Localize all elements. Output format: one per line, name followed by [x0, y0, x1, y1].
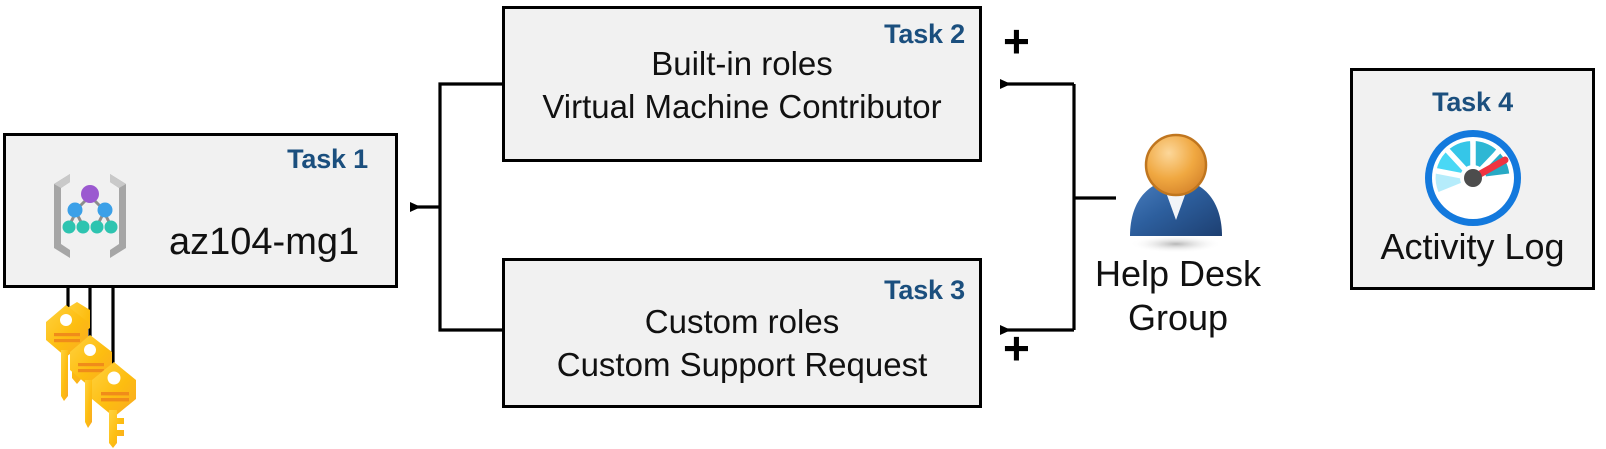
actor-label-line-2: Group	[1127, 296, 1229, 338]
task-3-box[interactable]: Task 3 Custom roles Custom Support Reque…	[502, 258, 982, 408]
task-4-caption: Activity Log	[1380, 226, 1565, 267]
key-icon-group	[46, 302, 136, 448]
task-2-label: Task 2	[884, 19, 965, 49]
actor-label: Help Desk Group	[1078, 252, 1278, 340]
actor-label-line-1: Help Desk	[1094, 253, 1262, 294]
task-2-line-1: Built-in roles	[651, 45, 833, 82]
key-icon-3	[92, 362, 136, 448]
connector-group-to-roles	[1000, 79, 1116, 335]
connector-roles-to-management-group	[410, 82, 502, 332]
user-group-icon	[1130, 133, 1222, 253]
task-3-line-1: Custom roles	[644, 303, 840, 340]
management-group-icon	[54, 174, 126, 258]
task-2-box[interactable]: Task 2 Built-in roles Virtual Machine Co…	[502, 6, 982, 162]
plus-operator-top: +	[1003, 15, 1030, 67]
task-4-box[interactable]: Task 4 Activit	[1350, 68, 1595, 290]
task-1-label: Task 1	[287, 144, 368, 174]
task-1-title: az104-mg1	[169, 221, 360, 263]
plus-operator-bottom: +	[1003, 322, 1030, 374]
gauge-icon	[1424, 130, 1521, 226]
task-3-label: Task 3	[884, 275, 965, 305]
task-2-line-2: Virtual Machine Contributor	[542, 88, 942, 125]
task-3-line-2: Custom Support Request	[556, 346, 928, 383]
task-4-label: Task 4	[1432, 87, 1513, 117]
key-icon-2	[70, 335, 112, 428]
key-icon-1	[46, 302, 90, 401]
